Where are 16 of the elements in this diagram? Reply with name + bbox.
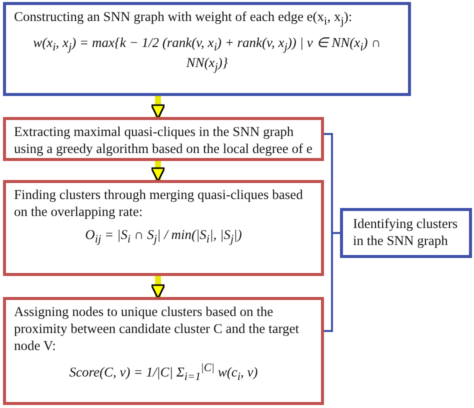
arrow bbox=[150, 276, 166, 300]
step-text: Finding clusters through merging quasi-cliques based on the overlapping rate: bbox=[14, 187, 304, 221]
step-text: Constructing an SNN graph with weight of each edge e(x$_{i}$, x$_{j}$): bbox=[14, 9, 354, 29]
process-box bbox=[3, 117, 324, 161]
step-text: Assigning nodes to unique clusters based on the proximity between candidate cluster C and the target node V: bbox=[14, 304, 300, 355]
arrow bbox=[150, 161, 166, 182]
formula: w(x$_{i}$, x$_{j}$) = max{k − 1/2 (rank(v, x$_{i}$) + rank(v, x$_{j}$)) | v ∈ NN(x$_{i}$) ∩ NN(x$_{j}$)} bbox=[32, 34, 382, 74]
step-text: Extracting maximal quasi-cliques in the SNN graph using a greedy algorithm based on the local degree of e bbox=[14, 124, 313, 158]
formula: Score(C, v) = 1/|C| Σ$_{i=1}$$^{|C|}$ w(c$_{i}$, v) bbox=[68, 360, 259, 384]
process-box bbox=[3, 297, 324, 405]
arrow bbox=[150, 96, 166, 120]
formula: O$_{ij}$ = |S$_{i}$ ∩ S$_{j}$| / min(|S$_{i}$|, |S$_{j}$|) bbox=[84, 226, 243, 246]
summary-box bbox=[340, 208, 472, 258]
process-box bbox=[3, 180, 324, 276]
process-box bbox=[3, 2, 411, 96]
step-text: Identifying clusters in the SNN graph bbox=[353, 216, 459, 250]
